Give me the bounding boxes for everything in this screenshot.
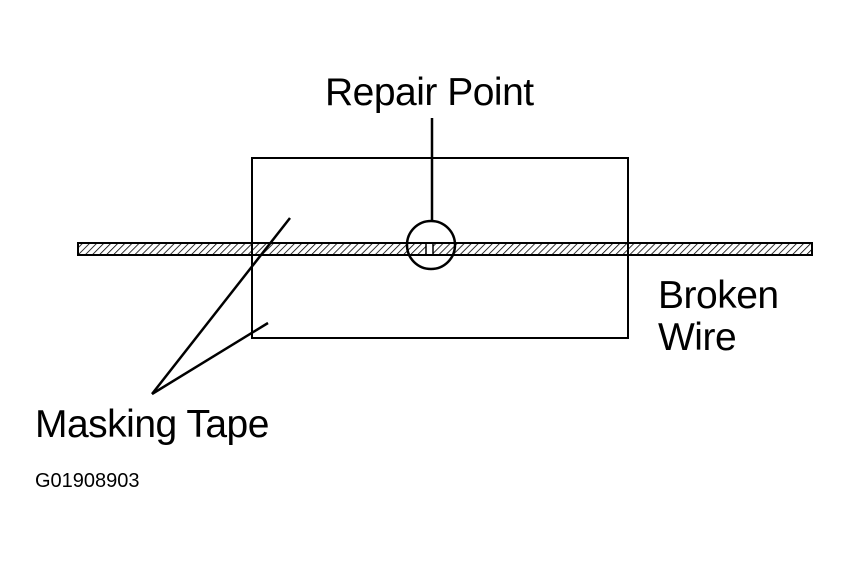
masking-tape-leader-upper: [151, 217, 291, 395]
repair-point-label: Repair Point: [325, 71, 534, 114]
broken-wire-label-line1: Broken: [658, 274, 779, 317]
broken-wire-label-line2: Wire: [658, 316, 737, 359]
wire-break-gap: [426, 244, 433, 254]
figure-code: G01908903: [35, 470, 140, 492]
broken-wire: [77, 242, 813, 256]
masking-tape-label: Masking Tape: [35, 403, 269, 446]
masking-tape-leader-lower: [151, 321, 269, 396]
